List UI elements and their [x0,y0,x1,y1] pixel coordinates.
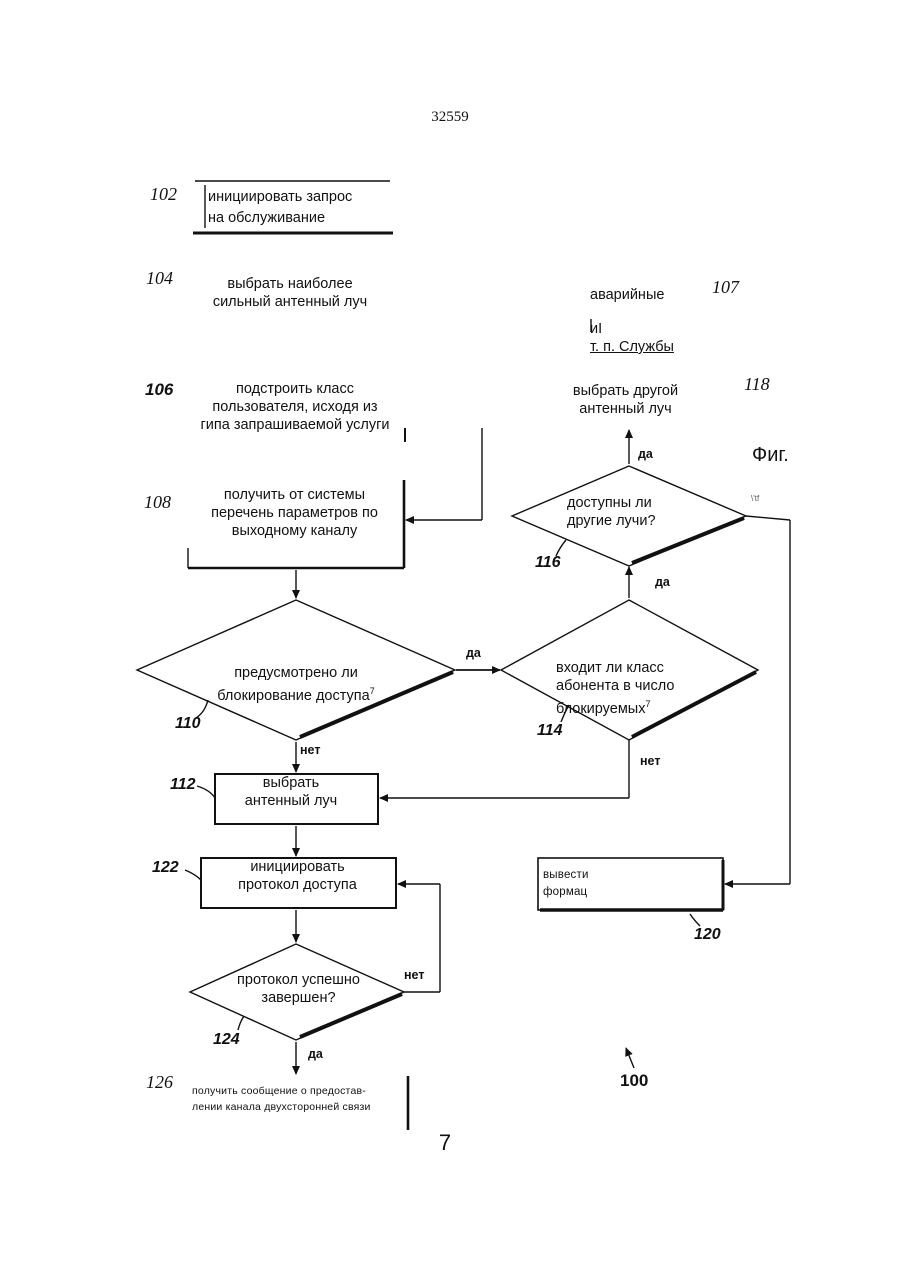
label-110-no: нет [300,743,320,757]
label-116-yes: да [638,447,653,461]
step-124-text: протокол успешно завершен? [216,971,381,1007]
ref-126: 126 [146,1072,173,1093]
ref-106: 106 [145,380,173,400]
label-110-yes: да [466,646,481,660]
step-120-text: вывести формац [543,867,663,901]
page-number: 7 [425,1130,465,1156]
step-116-text: доступны ли другие лучи? [567,494,687,530]
step-112-text: выбрать антенный луч [222,774,360,810]
ref-122: 122 [152,859,179,877]
step-126-text: получить сообщение о предостав- лении ка… [192,1083,407,1115]
step-110-label: предусмотрено ли блокирование доступа [217,665,369,704]
step-107-prefix: иI [590,321,602,337]
line-116-right [746,516,790,520]
ref-116: 116 [535,554,561,572]
ref-110: 110 [175,715,201,733]
ref-104: 104 [146,268,173,289]
step-106-text: подстроить класс пользователя, исходя из… [190,380,400,434]
step-104-text: выбрать наиболее сильный антенный луч [195,275,385,311]
leader-120 [690,914,700,926]
step-114-sup: 7 [645,699,650,709]
step-110-sup: 7 [370,686,375,696]
ref-112: 112 [170,776,196,794]
label-124-yes: да [308,1047,323,1061]
step-114-label: входит ли класс абонента в число блокиру… [556,660,674,717]
ref-118: 118 [744,374,770,395]
document-number: 32559 [420,108,480,126]
ref-124: 124 [213,1031,240,1049]
leader-124 [238,1016,244,1030]
step-107-line2: иI т. п. Службы [590,302,674,356]
label-114-yes: да [655,575,670,589]
step-118-text: выбрать другой антенный луч [558,382,693,418]
leader-112 [197,786,215,798]
leader-122 [185,870,201,880]
ref-107: 107 [712,277,739,298]
ref-114: 114 [537,722,563,740]
label-124-no: нет [404,968,424,982]
ref-108: 108 [144,492,171,513]
diagram-ref-100: 100 [620,1072,648,1090]
label-114-no: нет [640,754,660,768]
step-107-underlined: т. п. Службы [590,339,674,355]
ref-120: 120 [694,926,721,944]
step-114-text: входит ли класс абонента в число блокиру… [556,641,706,718]
step-110-text: предусмотрено ли блокирование доступа7 [186,646,406,705]
ref-102: 102 [150,184,177,205]
figure-label: Фиг. [752,443,789,467]
step-108-text: получить от системы перечень параметров … [192,486,397,540]
ref-100-arrow [626,1048,634,1068]
step-102-text: инициировать запрос на обслуживание [208,187,393,229]
step-122-text: инициировать протокол доступа [210,858,385,894]
stray-mark: \'tf [751,494,759,504]
